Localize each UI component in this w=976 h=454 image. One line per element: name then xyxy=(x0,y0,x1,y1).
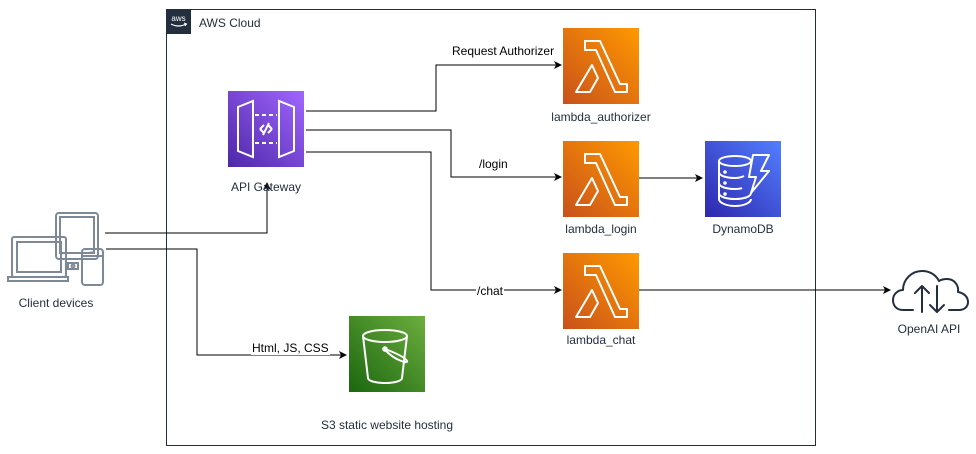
openai-api-label: OpenAI API xyxy=(897,322,961,336)
aws-cloud-title: AWS Cloud xyxy=(199,16,261,30)
dynamodb-icon[interactable] xyxy=(705,141,781,217)
edge-label-login: /login xyxy=(478,157,509,171)
edge-client-s3 xyxy=(106,248,347,359)
aws-logo-icon: aws xyxy=(166,9,191,34)
client-devices-icon xyxy=(6,210,110,288)
edge-label-request-authorizer: Request Authorizer xyxy=(451,44,556,58)
lambda-authorizer-label: lambda_authorizer xyxy=(551,110,651,124)
api-gateway-icon[interactable] xyxy=(228,91,304,167)
aws-cloud-group xyxy=(166,9,816,446)
s3-bucket-icon[interactable] xyxy=(349,316,425,392)
api-gateway-label: API Gateway xyxy=(230,180,302,194)
lambda-chat-label: lambda_chat xyxy=(566,333,636,347)
client-devices-label: Client devices xyxy=(18,296,94,310)
edge-client-apigw xyxy=(105,182,271,234)
lambda-login-icon[interactable] xyxy=(563,141,639,217)
s3-label: S3 static website hosting xyxy=(320,418,454,432)
svg-text:aws: aws xyxy=(171,14,185,23)
edge-apigw-authorizer xyxy=(306,61,562,112)
edge-label-html-js-css: Html, JS, CSS xyxy=(251,341,330,355)
cloud-upload-download-icon[interactable] xyxy=(891,262,971,320)
dynamodb-label: DynamoDB xyxy=(712,222,774,236)
lambda-authorizer-icon[interactable] xyxy=(563,28,639,104)
edge-apigw-login xyxy=(306,129,562,181)
edge-apigw-chat xyxy=(306,151,562,294)
edge-label-chat: /chat xyxy=(476,284,505,298)
lambda-login-label: lambda_login xyxy=(565,222,637,236)
lambda-chat-icon[interactable] xyxy=(563,253,639,329)
